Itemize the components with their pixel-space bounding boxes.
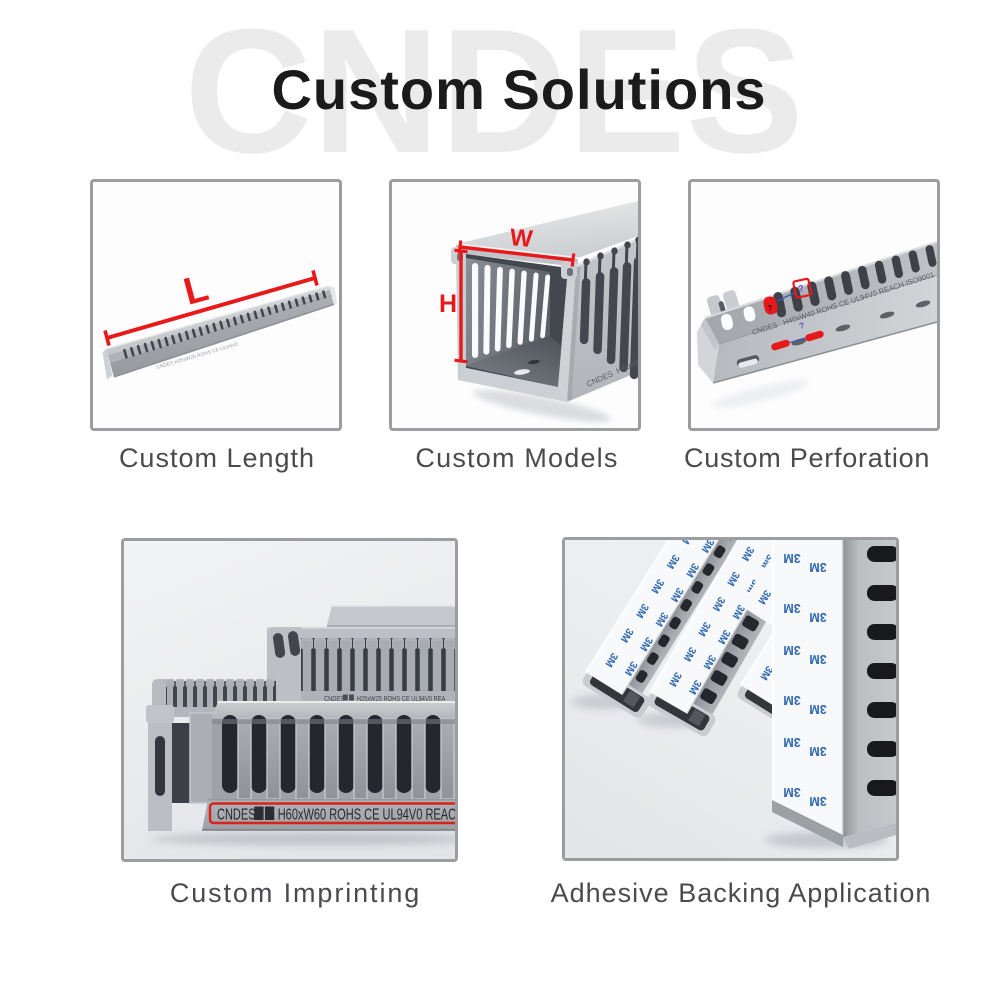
svg-text:3M: 3M	[783, 693, 800, 707]
svg-text:3M: 3M	[783, 601, 800, 615]
svg-text:CNDES: CNDES	[324, 696, 344, 704]
svg-text:3M: 3M	[783, 551, 800, 565]
svg-text:3M: 3M	[783, 735, 800, 749]
svg-text:H25xW25 ROHS CE UL94V0 REA: H25xW25 ROHS CE UL94V0 REA	[357, 696, 446, 704]
svg-text:3M: 3M	[809, 560, 826, 574]
svg-text:?: ?	[797, 283, 805, 294]
svg-text:3M: 3M	[809, 652, 826, 666]
svg-text:?: ?	[798, 320, 806, 331]
svg-text:CNDES: CNDES	[217, 805, 256, 822]
svg-text:3M: 3M	[783, 643, 800, 657]
svg-text:?: ?	[767, 303, 774, 313]
svg-text:H: H	[439, 290, 457, 318]
svg-text:3M: 3M	[809, 610, 826, 624]
svg-text:3M: 3M	[679, 540, 697, 546]
svg-text:W: W	[509, 224, 534, 253]
svg-text:3M: 3M	[809, 744, 826, 758]
svg-text:3M: 3M	[809, 794, 826, 808]
svg-text:L: L	[179, 267, 212, 314]
svg-text:3M: 3M	[783, 785, 800, 799]
svg-text:3M: 3M	[809, 702, 826, 716]
svg-text:H60xW60 ROHS CE UL94V0 REACH: H60xW60 ROHS CE UL94V0 REACH	[278, 805, 455, 822]
